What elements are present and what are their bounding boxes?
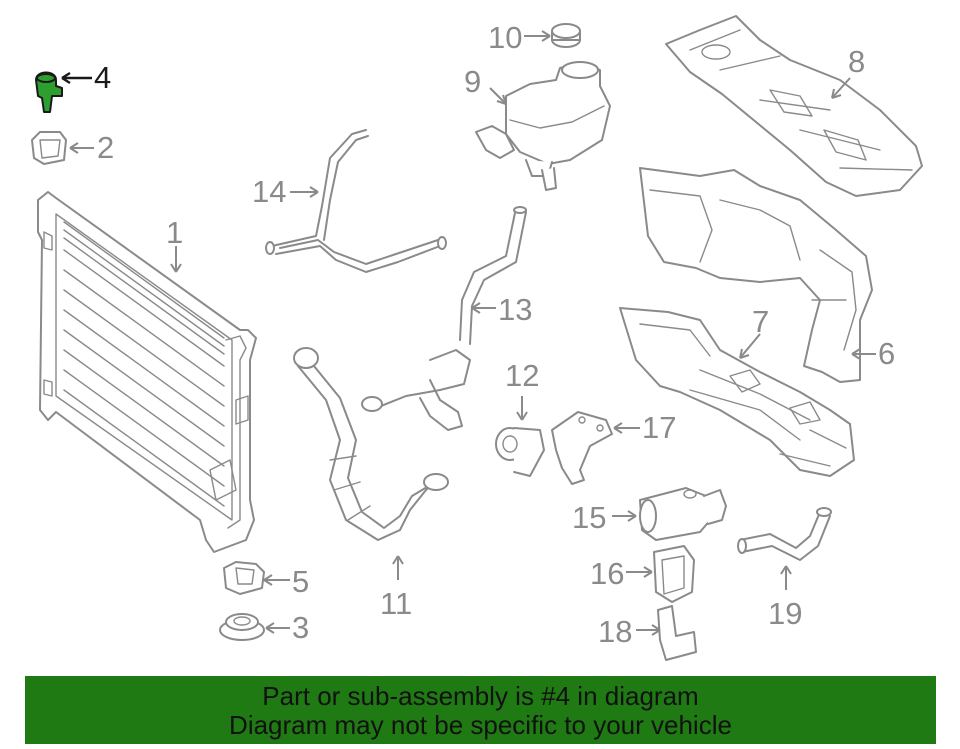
callout-8: 8 bbox=[848, 44, 865, 79]
callout-14: 14 bbox=[252, 174, 286, 209]
info-banner: Part or sub-assembly is #4 in diagram Di… bbox=[25, 676, 936, 744]
part-1-radiator bbox=[37, 191, 257, 553]
part-8-upper-support bbox=[665, 15, 923, 197]
part-17-bracket bbox=[551, 411, 613, 485]
part-2-grommet bbox=[31, 131, 67, 165]
callout-17: 17 bbox=[642, 410, 676, 445]
callout-7: 7 bbox=[752, 304, 769, 339]
part-3-insulator bbox=[219, 613, 265, 641]
part-4-clip[interactable] bbox=[35, 71, 63, 113]
part-6-baffle bbox=[639, 167, 873, 383]
callout-9: 9 bbox=[464, 64, 481, 99]
part-19-pipe bbox=[737, 507, 832, 561]
callout-5: 5 bbox=[292, 564, 309, 599]
part-9-reservoir bbox=[475, 61, 611, 191]
callout-11: 11 bbox=[380, 586, 412, 621]
banner-line-1: Part or sub-assembly is #4 in diagram bbox=[262, 681, 699, 711]
callout-1: 1 bbox=[166, 215, 183, 250]
part-14-hose bbox=[265, 129, 447, 273]
callout-19: 19 bbox=[768, 596, 802, 631]
callout-13: 13 bbox=[498, 292, 532, 327]
part-10-cap bbox=[551, 23, 581, 48]
callout-18: 18 bbox=[598, 614, 632, 649]
callout-10: 10 bbox=[488, 20, 522, 55]
part-13-hose bbox=[361, 206, 527, 431]
part-7-air-guide bbox=[619, 307, 855, 477]
part-18-clamp bbox=[657, 605, 697, 661]
part-11-hose bbox=[293, 347, 449, 541]
part-16-bracket bbox=[653, 545, 695, 603]
callout-3: 3 bbox=[292, 610, 309, 645]
part-5-mount bbox=[223, 561, 265, 595]
callout-15: 15 bbox=[572, 500, 606, 535]
callout-16: 16 bbox=[590, 556, 624, 591]
banner-line-2: Diagram may not be specific to your vehi… bbox=[229, 710, 732, 740]
part-15-pump bbox=[639, 487, 727, 541]
callout-4: 4 bbox=[94, 60, 111, 95]
part-12-thermostat bbox=[495, 427, 545, 477]
callout-6: 6 bbox=[878, 336, 895, 371]
callout-12: 12 bbox=[505, 358, 539, 393]
callout-2: 2 bbox=[97, 130, 114, 165]
